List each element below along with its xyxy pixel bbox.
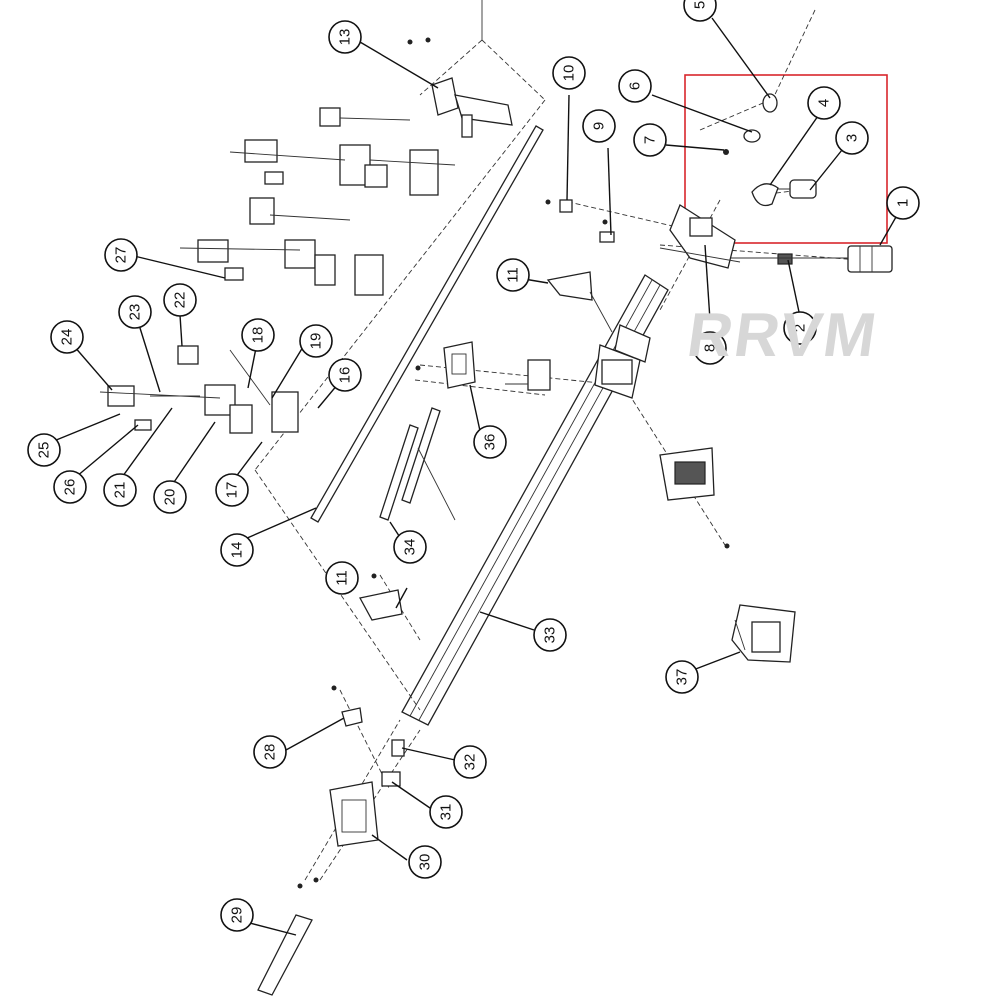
callout-21-label: 21 xyxy=(112,482,129,499)
callout-34: 34 xyxy=(393,530,427,564)
bracket-lower xyxy=(359,573,403,621)
callout-7-label: 7 xyxy=(642,136,659,144)
callout-30: 30 xyxy=(408,845,442,879)
callout-32: 32 xyxy=(453,745,487,779)
callout-16-label: 16 xyxy=(337,367,354,384)
callout-11-lower-label: 11 xyxy=(334,570,351,586)
control-box xyxy=(659,447,796,663)
callout-23: 23 xyxy=(118,295,152,329)
highlight-box xyxy=(684,74,888,244)
callout-11-upper: 11 xyxy=(496,258,530,292)
leader-lines xyxy=(43,17,901,936)
callout-4-label: 4 xyxy=(816,99,833,107)
callout-8: 8 xyxy=(693,331,727,365)
callout-29: 29 xyxy=(220,898,254,932)
callout-14-label: 14 xyxy=(229,542,246,559)
callout-13-label: 13 xyxy=(337,29,354,46)
callout-33-label: 33 xyxy=(542,627,559,644)
callout-14: 14 xyxy=(220,533,254,567)
callout-11-lower: 11 xyxy=(325,561,359,595)
strip-pair xyxy=(379,407,456,521)
callout-6: 6 xyxy=(618,69,652,103)
callout-26-label: 26 xyxy=(62,479,79,496)
callout-25-label: 25 xyxy=(36,442,53,459)
gripper-cluster-upper xyxy=(229,107,456,196)
top-bracket xyxy=(407,37,513,138)
callout-34-label: 34 xyxy=(402,539,419,556)
callout-25: 25 xyxy=(27,433,61,467)
rail-carriage xyxy=(594,324,651,399)
gripper-cluster-middle xyxy=(179,197,384,296)
callout-22: 22 xyxy=(163,283,197,317)
callout-37: 37 xyxy=(665,660,699,694)
flat-cable xyxy=(257,914,313,996)
callout-36-label: 36 xyxy=(482,434,499,451)
rail-connector xyxy=(505,359,551,391)
callout-19: 19 xyxy=(299,324,333,358)
watermark-text: RRVM xyxy=(683,301,883,370)
callout-5: 5 xyxy=(683,0,717,22)
callout-18-label: 18 xyxy=(250,327,267,344)
callout-3-label: 3 xyxy=(844,134,861,142)
gripper-cluster-lower xyxy=(99,345,299,434)
callout-3: 3 xyxy=(835,121,869,155)
callout-10: 10 xyxy=(552,56,586,90)
callout-33: 33 xyxy=(533,618,567,652)
callout-29-label: 29 xyxy=(229,907,246,924)
callout-27-label: 27 xyxy=(113,247,130,264)
callout-8-label: 8 xyxy=(702,344,719,352)
callout-21: 21 xyxy=(103,473,137,507)
callout-26: 26 xyxy=(53,470,87,504)
callout-13: 13 xyxy=(328,20,362,54)
callout-17-label: 17 xyxy=(224,482,241,499)
drive-bracket xyxy=(659,204,741,269)
callout-20-label: 20 xyxy=(162,489,179,506)
callout-1-label: 1 xyxy=(895,199,912,207)
callout-36: 36 xyxy=(473,425,507,459)
callout-10-label: 10 xyxy=(561,65,578,82)
callout-37-label: 37 xyxy=(674,669,691,686)
callout-9: 9 xyxy=(582,109,616,143)
callout-28-label: 28 xyxy=(262,744,279,761)
callout-24-label: 24 xyxy=(59,329,76,346)
callout-17: 17 xyxy=(215,473,249,507)
callout-31: 31 xyxy=(429,795,463,829)
callout-22-label: 22 xyxy=(172,292,189,309)
callout-2-label: 2 xyxy=(792,324,809,332)
callout-4: 4 xyxy=(807,86,841,120)
callout-2: 2 xyxy=(783,311,817,345)
callout-32-label: 32 xyxy=(462,754,479,771)
callout-1: 1 xyxy=(886,186,920,220)
callout-27: 27 xyxy=(104,238,138,272)
callout-28: 28 xyxy=(253,735,287,769)
callouts: 1 2 3 4 5 6 7 8 9 10 11 11 13 14 16 17 1… xyxy=(27,0,920,932)
small-fittings xyxy=(545,199,615,243)
callout-6-label: 6 xyxy=(627,82,644,90)
callout-30-label: 30 xyxy=(417,854,434,871)
callout-7: 7 xyxy=(633,123,667,157)
callout-18: 18 xyxy=(241,318,275,352)
callout-20: 20 xyxy=(153,480,187,514)
callout-24: 24 xyxy=(50,320,84,354)
bracket-upper xyxy=(546,271,613,333)
callout-23-label: 23 xyxy=(127,304,144,321)
callout-19-label: 19 xyxy=(308,333,325,350)
callout-11-upper-label: 11 xyxy=(505,267,522,283)
thin-rail xyxy=(310,125,544,523)
callout-16: 16 xyxy=(328,358,362,392)
callout-5-label: 5 xyxy=(692,1,709,9)
mount-plate xyxy=(415,341,476,389)
callout-9-label: 9 xyxy=(591,122,608,130)
callout-31-label: 31 xyxy=(438,804,455,821)
